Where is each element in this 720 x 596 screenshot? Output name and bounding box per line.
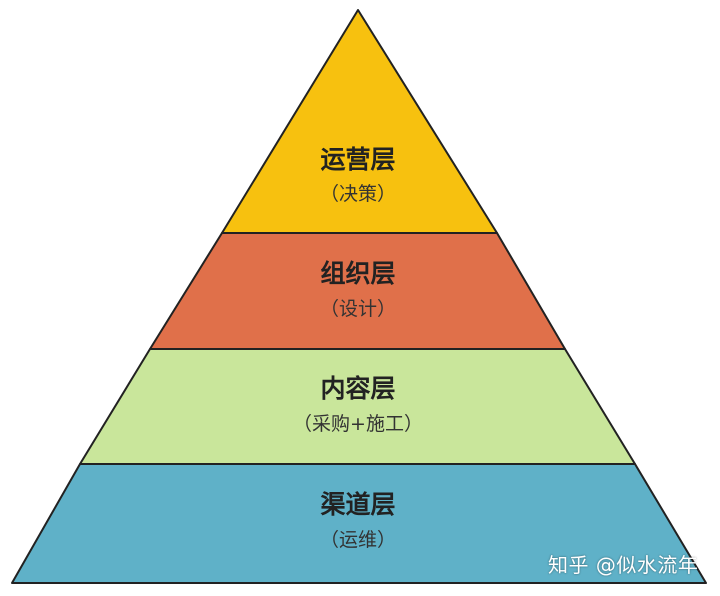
organization-layer-subtitle: （设计） xyxy=(320,298,396,320)
channel-layer-band xyxy=(11,463,707,584)
operations-layer-subtitle: （决策） xyxy=(320,183,396,205)
organization-layer-band xyxy=(149,232,566,350)
channel-layer-subtitle: （运维） xyxy=(320,529,396,551)
operations-layer-title: 运营层 xyxy=(320,145,395,174)
watermark: 知乎 @似水流年 xyxy=(548,553,699,577)
content-layer-band xyxy=(79,348,636,465)
channel-layer-title: 渠道层 xyxy=(320,490,395,519)
content-layer-title: 内容层 xyxy=(320,374,395,403)
organization-layer-title: 组织层 xyxy=(320,259,395,288)
content-layer-subtitle: （采购+施工） xyxy=(293,413,423,435)
